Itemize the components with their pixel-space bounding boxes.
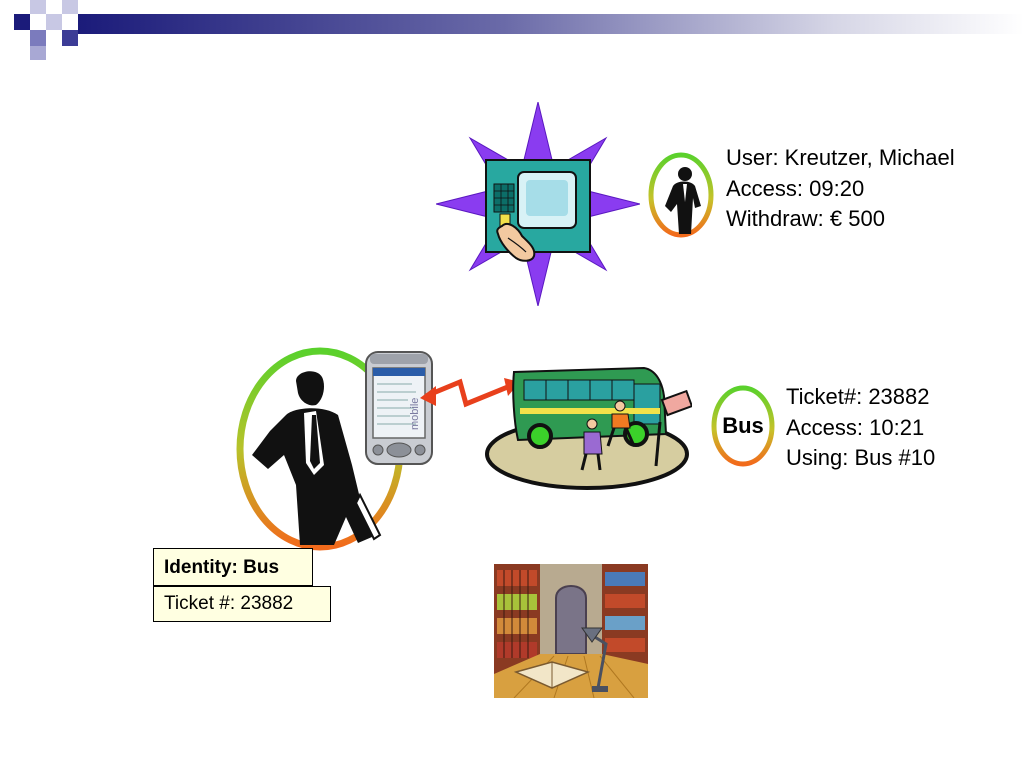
atm-machine-icon [436,102,640,306]
bus-badge-ring [711,385,775,467]
books-right [605,572,645,652]
pda-device-icon: mobile [365,351,433,465]
bus-badge-label: Bus [722,413,764,438]
bus-ticket-line: Ticket#: 23882 [786,384,930,409]
library-scene-icon [494,564,648,698]
identity-card: Identity: Bus [153,548,313,586]
passenger-figure-icon [580,418,603,471]
archway [555,585,587,655]
books-left [497,570,537,658]
pda-dpad [386,442,412,458]
header-square [0,0,14,14]
ticket-card-label: Ticket #: 23882 [164,593,294,614]
passenger-figure-icon [606,400,636,447]
ticket-card: Ticket #: 23882 [153,586,331,622]
bus-scene-icon [485,366,692,490]
businessman-silhouette-icon [252,371,382,545]
pda-screen [372,367,426,439]
atm-user-line: User: Kreutzer, Michael [726,145,955,170]
bus-access-line: Access: 10:21 [786,414,925,440]
header-decoration [0,0,1024,60]
bus-info-block: Ticket#: 23882 Access: 10:21 Using: Bus … [786,382,935,474]
pda-brand-text: mobile [409,398,421,430]
identity-card-title: Identity: Bus [164,557,280,578]
bus-wheel [527,423,553,449]
bus-using-line: Using: Bus #10 [786,445,936,470]
header-gradient [78,14,1024,34]
atm-withdraw-line: Withdraw: € 500 [726,206,885,231]
atm-access-line: Access: 09:20 [726,175,865,201]
atm-info-block: User: Kreutzer, Michael Access: 09:20 Wi… [726,143,955,235]
avatar-ring [648,152,714,238]
header-square [62,0,78,14]
header-square [14,14,30,30]
header-square [30,46,46,60]
header-square [30,30,46,46]
bus-stop-sign-icon [654,389,692,467]
desk-lamp-icon [581,627,608,692]
atm-user-avatar [648,152,714,238]
header-square [62,30,78,46]
header-square [46,14,62,30]
header-square [30,0,46,14]
person-silhouette-icon [665,167,701,234]
